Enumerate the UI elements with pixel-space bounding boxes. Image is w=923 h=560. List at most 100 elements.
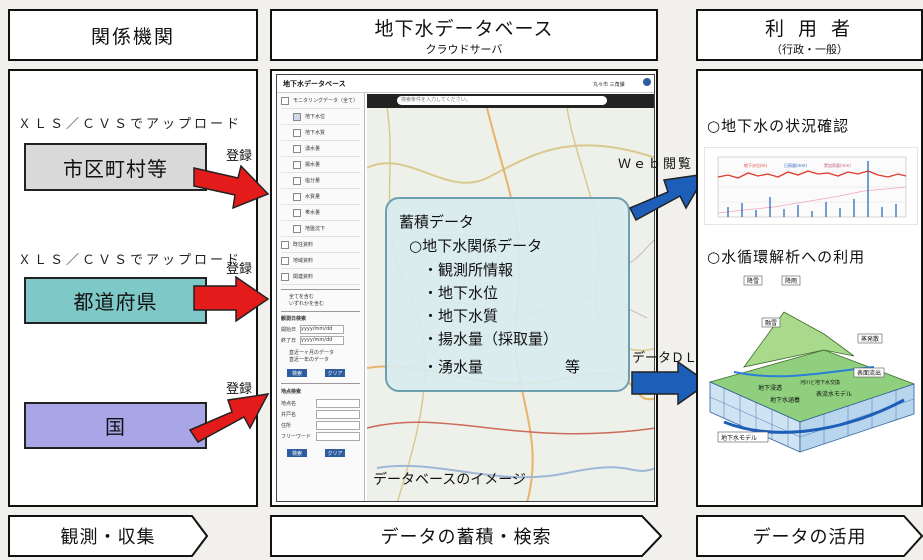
footer-observe-collect-label: 観測・収集 bbox=[60, 527, 156, 548]
header-database-sub: クラウドサーバ bbox=[425, 42, 503, 56]
menu-icon[interactable] bbox=[643, 78, 651, 86]
radio-all[interactable]: 全てを含む bbox=[289, 294, 314, 300]
checkbox-icon[interactable] bbox=[293, 112, 301, 121]
model-label: 地下浸透 bbox=[758, 384, 782, 392]
radio-any[interactable]: いずれかを含む bbox=[289, 301, 325, 307]
side-item-label: 地盤沈下 bbox=[305, 226, 326, 232]
checkbox-icon[interactable] bbox=[281, 256, 289, 265]
footer-utilization: データの活用 bbox=[696, 515, 923, 557]
source-municipal-label: 市区町村等 bbox=[63, 156, 168, 181]
accumulated-data-box: 蓄積データ ○地下水関係データ ・観測所情報 ・地下水位 ・地下水質 ・揚水量（… bbox=[385, 197, 630, 392]
date-end-input[interactable]: yyyy/mm/dd bbox=[300, 336, 345, 345]
accumulated-title: 蓄積データ bbox=[399, 213, 475, 231]
date-search-button[interactable]: 検索 bbox=[287, 369, 307, 377]
register-label-1: 登録 bbox=[226, 149, 253, 164]
date-start-label: 開始日 bbox=[281, 327, 297, 333]
water-cycle-model-illustration: 降雪 降雨 融雪 蒸発散 表面流出 河川と地下水交換 表流水モデル 地下浸透 地… bbox=[704, 272, 918, 460]
use-cycle-analysis: ○水循環解析への利用 bbox=[707, 248, 866, 266]
accumulated-item: ・湧水量 bbox=[423, 358, 484, 376]
chart-legend-item: 日雨量(mm) bbox=[784, 162, 807, 168]
model-label: 融雪 bbox=[765, 319, 777, 327]
checkbox-icon[interactable] bbox=[293, 128, 301, 137]
model-label: 地下水モデル bbox=[721, 434, 757, 442]
side-item[interactable]: 地下水位 bbox=[281, 109, 360, 125]
web-view-label: Ｗｅｂ閲覧 bbox=[618, 157, 694, 172]
header-agencies-label: 関係機関 bbox=[90, 25, 175, 48]
model-label: 表流水モデル bbox=[816, 390, 852, 398]
side-item-label: モニタリングデータ（全て） bbox=[293, 98, 359, 104]
side-item-label: 帯水量 bbox=[305, 210, 321, 216]
register-arrow-1 bbox=[193, 164, 270, 210]
checkbox-icon[interactable] bbox=[281, 272, 289, 281]
side-item[interactable]: 湧水量 bbox=[281, 141, 360, 157]
header-database-title: 地下水データベース bbox=[374, 17, 554, 40]
chart-legend-item: 累加雨量(mm) bbox=[824, 162, 851, 168]
header-users-title: 利 用 者 bbox=[764, 17, 855, 40]
footer-accumulate-search: データの蓄積・検索 bbox=[270, 515, 662, 557]
side-item-label: 水質量 bbox=[305, 194, 321, 200]
date-start-input[interactable]: yyyy/mm/dd bbox=[300, 325, 345, 334]
footer-utilization-outline bbox=[696, 515, 923, 557]
checkbox-icon[interactable] bbox=[293, 176, 301, 185]
side-item[interactable]: 既往資料 bbox=[281, 237, 360, 253]
header-users: 利 用 者 （行政・一般） bbox=[696, 9, 923, 61]
side-item[interactable]: 関連資料 bbox=[281, 269, 360, 285]
place-field-label: 住所 bbox=[281, 423, 292, 429]
place-search-button[interactable]: 検索 bbox=[287, 449, 307, 457]
source-municipal: 市区町村等 bbox=[24, 143, 207, 191]
period-month-option[interactable]: 直近一ヶ月のデータ bbox=[289, 350, 335, 356]
download-label: データＤＬ bbox=[632, 351, 698, 366]
place-field-label: 井戸名 bbox=[281, 412, 297, 418]
register-arrow-2 bbox=[193, 276, 270, 322]
header-agencies: 関係機関 bbox=[8, 9, 258, 61]
date-heading: 観測日検索 bbox=[281, 316, 307, 322]
source-national-label: 国 bbox=[105, 415, 126, 439]
side-item-label: 塩分量 bbox=[305, 178, 321, 184]
source-national: 国 bbox=[24, 402, 207, 449]
checkbox-icon[interactable] bbox=[293, 160, 301, 169]
place-field-input[interactable] bbox=[316, 399, 360, 408]
map-caption: データベースのイメージ bbox=[373, 472, 527, 488]
date-end-label: 終了日 bbox=[281, 338, 297, 344]
place-field-input[interactable] bbox=[316, 432, 360, 441]
app-title: 地下水データベース bbox=[283, 80, 346, 88]
checkbox-icon[interactable] bbox=[293, 208, 301, 217]
place-field-input[interactable] bbox=[316, 421, 360, 430]
model-label: 降雨 bbox=[785, 277, 797, 285]
accumulated-subtitle: ○地下水関係データ bbox=[409, 237, 543, 255]
side-item[interactable]: 地盤沈下 bbox=[281, 221, 360, 237]
source-prefecture: 都道府県 bbox=[24, 277, 207, 324]
checkbox-icon[interactable] bbox=[293, 144, 301, 153]
checkbox-icon[interactable] bbox=[293, 224, 301, 233]
date-clear-button[interactable]: クリア bbox=[325, 369, 345, 377]
footer-accumulate-outline bbox=[270, 515, 662, 557]
checkbox-icon[interactable] bbox=[281, 96, 289, 105]
app-user: 丸々市 三角課 bbox=[593, 82, 625, 88]
place-heading: 地点検索 bbox=[281, 389, 302, 395]
footer-utilization-label: データの活用 bbox=[752, 527, 867, 548]
side-item[interactable]: 揚水量 bbox=[281, 157, 360, 173]
side-item[interactable]: 塩分量 bbox=[281, 173, 360, 189]
model-label: 地下水涵養 bbox=[770, 396, 800, 404]
place-clear-button[interactable]: クリア bbox=[325, 449, 345, 457]
side-item[interactable]: 地域資料 bbox=[281, 253, 360, 269]
place-field-label: フリーワード bbox=[281, 434, 312, 440]
side-item-label: 湧水量 bbox=[305, 146, 321, 152]
accumulated-item: ・観測所情報 bbox=[423, 261, 514, 279]
period-year-option[interactable]: 直近一年のデータ bbox=[289, 357, 330, 363]
side-item-label: 地域資料 bbox=[293, 258, 314, 264]
side-item[interactable]: モニタリングデータ（全て） bbox=[281, 93, 360, 109]
side-item[interactable]: 地下水質 bbox=[281, 125, 360, 141]
map-search-input[interactable]: 検索条件を入力してください。 bbox=[397, 96, 607, 105]
source-prefecture-label: 都道府県 bbox=[73, 290, 158, 314]
side-item[interactable]: 水質量 bbox=[281, 189, 360, 205]
side-item-label: 地下水質 bbox=[305, 130, 326, 136]
checkbox-icon[interactable] bbox=[293, 192, 301, 201]
register-label-2: 登録 bbox=[226, 262, 253, 277]
chart-legend-item: 地下水位(m) bbox=[744, 162, 767, 168]
accumulated-item: ・揚水量（採取量） bbox=[423, 330, 559, 348]
side-item[interactable]: 帯水量 bbox=[281, 205, 360, 221]
checkbox-icon[interactable] bbox=[281, 240, 289, 249]
place-field-input[interactable] bbox=[316, 410, 360, 419]
accumulated-etc: 等 bbox=[565, 358, 581, 376]
